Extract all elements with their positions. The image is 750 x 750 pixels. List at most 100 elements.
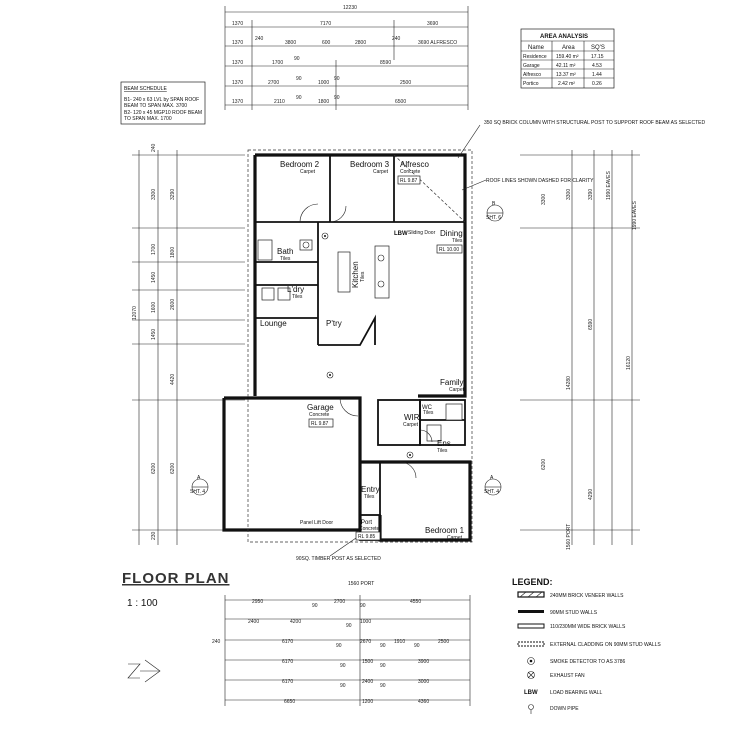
room-garage-name: Garage [307,403,334,412]
dim-top-r5-1: 2110 [274,99,285,105]
room-laundry-name: L'dry [287,285,304,294]
room-dining-name: Dining [440,229,463,238]
dim-bottom-r1-0: 2950 [252,599,263,605]
dim-bottom-r2-3: 1000 [360,619,371,625]
dim-top-r2-2: 3800 [285,40,296,46]
room-dining-floor: Tiles [452,238,463,244]
dim-left-inner-1: 1800 [170,247,176,258]
section-b-top-sheet: SHT. 6 [486,215,501,221]
room-garage-floor: Concrete [309,412,330,418]
area-header-sqs: SQ'S [591,45,605,51]
dim-bottom-r5-2: 2400 [362,679,373,685]
area-row-0-area: 159.40 m² [556,54,579,60]
room-bath-name: Bath [277,247,293,256]
room-wc-name: WC [422,405,433,411]
dim-bottom-r4-0: 6170 [282,659,293,665]
legend-title: LEGEND: [512,577,553,587]
annotation-timber-post: 90SQ. TIMBER POST AS SELECTED [296,556,381,562]
dim-top-r3-1: 1700 [272,60,283,66]
legend-item-3: EXTERNAL CLADDING ON 90MM STUD WALLS [550,642,661,648]
room-bedroom2-floor: Carpet [300,169,316,175]
annotation-lbw: LBW [394,231,408,237]
dim-left-inner-0: 3290 [170,189,176,200]
room-bedroom1-name: Bedroom 1 [425,526,465,535]
dim-bottom-r5-0: 6170 [282,679,293,685]
dim-top-r2-6: 3690 ALFRESCO [418,40,457,46]
dim-left-outer-2: 1450 [151,272,157,283]
room-wc-floor: Tiles [423,410,434,416]
dim-top-r5-2: 90 [296,95,302,101]
room-bedroom3-floor: Carpet [373,169,389,175]
area-row-1-sqs: 4.53 [592,63,602,69]
room-family-name: Family [440,378,464,387]
right-dimensions: 16120 3300 3390 1990 EAVES 3300 6590 142… [520,150,640,550]
dim-top-r2-4: 2800 [355,40,366,46]
north-arrow-icon [127,659,161,683]
beam-line-3: TO SPAN MAX. 1700 [124,116,172,122]
dim-right-outer-2: 1990 EAVES [606,171,612,200]
legend-item-6: LOAD BEARING WALL [550,690,603,696]
room-lounge-name: Lounge [260,319,287,328]
dim-bottom-r6-2: 4360 [418,699,429,705]
dim-left-outer-1: 1700 [151,244,157,255]
dim-bottom-r4-4: 3900 [418,659,429,665]
smoke-detector-icon [527,657,535,665]
beam-line-2: B2- 120 x 45 MGP10 ROOF BEAM [124,110,202,116]
room-port-name: Port [361,520,372,526]
annotation-sliding-door: Sliding Door [408,230,436,236]
dim-bottom-r5-4: 3000 [418,679,429,685]
legend-item-1: 90MM STUD WALLS [550,610,598,616]
room-wir-name: WIR [404,413,420,422]
down-pipe-icon [528,704,534,714]
smoke-detectors [321,232,414,459]
dim-bottom-r4-2: 1500 [362,659,373,665]
room-labels: Bedroom 2 Carpet Bedroom 3 Carpet Alfres… [260,160,465,541]
dim-left-overall: 12070 [132,306,138,320]
bottom-dimensions: 2950 90 2700 90 4550 2400 4200 90 1000 6… [212,595,471,706]
dim-bottom-r3-4: 1910 [394,639,405,645]
dim-right-eaves: 1990 EAVES [632,201,638,230]
room-bedroom1-floor: Carpet [447,535,463,541]
section-a-left-sheet: SHT. 4 [190,489,205,495]
room-wir-floor: Carpet [403,422,419,428]
room-bath-floor: Tiles [280,256,291,262]
dim-top-r4-5: 2500 [400,80,411,86]
dim-left-outer-3: 1600 [151,302,157,313]
dim-bottom-r3-2: 2670 [360,639,371,645]
dim-top-r1-2: 3690 [427,21,438,27]
dim-bottom-r2-1: 4200 [290,619,301,625]
area-row-3-area: 2.42 m² [558,81,575,87]
dim-bottom-r4-1: 90 [340,663,346,669]
beam-schedule-title: BEAM SCHEDULE [124,86,167,92]
dim-top-r4-1: 2700 [268,80,279,86]
dim-top-r5-4: 90 [334,95,340,101]
dim-left-inner-2: 2600 [170,299,176,310]
dim-bottom-r1-4: 4550 [410,599,421,605]
room-ens-name: Ens [437,439,451,448]
section-b-top-letter: B [492,201,496,207]
dim-top-r5-0: 1370 [232,99,243,105]
annotation-brick-column-text: 350 SQ BRICK COLUMN WITH STRUCTURAL POST… [484,120,705,126]
room-kitchen-floor: Tiles [360,271,366,282]
dim-right-overall: 16120 [626,356,632,370]
dim-top-r4-0: 1370 [232,80,243,86]
dim-left-outer-0: 3300 [151,189,157,200]
dim-bottom-r4-3: 90 [380,663,386,669]
dim-bottom-r2-0: 2400 [248,619,259,625]
annotation-panel-door: Panel Lift Door [300,520,333,526]
dim-top-overall: 12230 [343,5,357,11]
dim-right-outer-0: 3300 [566,189,572,200]
area-analysis-table: AREA ANALYSIS Name Area SQ'S Residence 1… [520,28,615,89]
building-walls [222,149,473,543]
dim-bottom-r1-3: 90 [360,603,366,609]
bathroom-fixtures [257,239,463,442]
dim-top-r4-4: 90 [334,76,340,82]
dim-top-r2-3: 600 [322,40,331,46]
legend-item-4: SMOKE DETECTOR TO AS 3786 [550,659,626,665]
beam-line-1: BEAM TO SPAN MAX. 3700 [124,103,187,109]
dim-bottom-r5-1: 90 [340,683,346,689]
beam-schedule: BEAM SCHEDULE B1- 240 x 63 LVL by SPAN R… [120,81,206,125]
dim-bottom-r3-6: 2500 [438,639,449,645]
room-ens-floor: Tiles [437,448,448,454]
beam-line-0: B1- 240 x 63 LVL by SPAN ROOF [124,97,199,103]
